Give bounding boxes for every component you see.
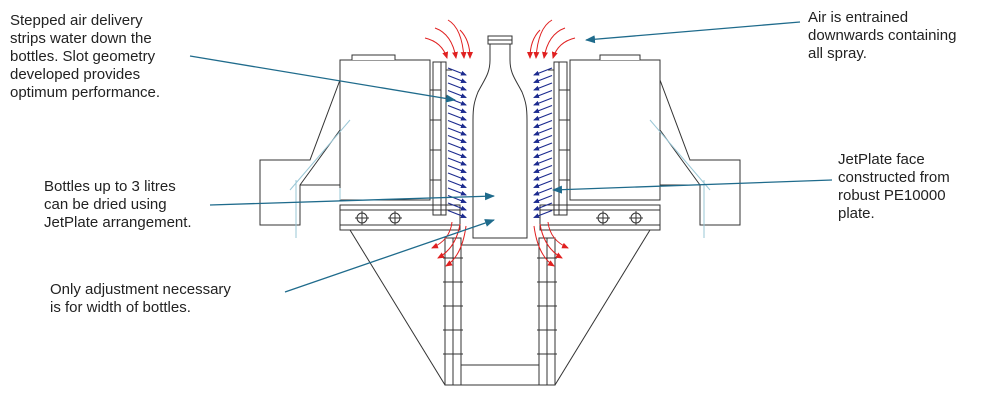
- air-jet-arrow: [447, 82, 467, 91]
- air-jet-arrow: [447, 134, 467, 144]
- leader-adjustment: [284, 219, 495, 293]
- left-air-jets: [447, 67, 467, 219]
- hopper-ticks: [430, 89, 570, 355]
- air-jet-arrow: [447, 127, 467, 136]
- callout-line: Air is entrained: [808, 9, 909, 26]
- air-jet-arrow: [533, 157, 553, 166]
- callout-line: Only adjustment necessary: [50, 281, 231, 298]
- left-mounting-plate: [339, 204, 461, 231]
- bolt-icon: [629, 211, 643, 225]
- callout-line: optimum performance.: [10, 84, 161, 101]
- air-jet-arrow: [533, 112, 553, 121]
- air-jet-arrow: [447, 202, 467, 211]
- leader-lines: [189, 21, 833, 293]
- leader-air-entrained: [585, 21, 801, 44]
- airflow-arrows: [424, 19, 576, 267]
- left-housing: [259, 54, 431, 226]
- air-jet-arrow: [533, 202, 553, 211]
- air-jet-arrow: [447, 112, 467, 121]
- air-jet-arrow: [533, 119, 553, 129]
- air-jet-arrow: [447, 149, 467, 159]
- callout-line: constructed from: [838, 169, 950, 186]
- callout-line: all spray.: [808, 45, 867, 62]
- callout-line: strips water down the: [10, 30, 152, 47]
- air-jet-arrow: [533, 127, 553, 136]
- air-jet-arrow: [447, 74, 467, 84]
- air-jet-arrow: [447, 142, 467, 151]
- right-jetplate: [548, 61, 568, 216]
- air-jet-arrow: [533, 89, 553, 99]
- left-housing-guides: [289, 119, 351, 238]
- air-jet-arrow: [533, 97, 553, 106]
- callout-air-entrained: Air is entrained downwards containing al…: [808, 9, 956, 63]
- air-jet-arrow: [447, 164, 467, 174]
- callout-line: downwards containing: [808, 27, 957, 44]
- callout-line: plate.: [838, 205, 875, 222]
- air-jet-arrow: [533, 74, 553, 84]
- air-jet-arrow: [533, 104, 553, 114]
- callout-line: robust PE10000: [838, 187, 946, 204]
- right-air-jets: [533, 67, 553, 219]
- air-jet-arrow: [447, 157, 467, 166]
- air-jet-arrow: [447, 67, 467, 76]
- bolt-icon: [355, 211, 369, 225]
- lower-hopper: [349, 229, 651, 386]
- air-jet-arrow: [533, 179, 553, 189]
- leader-stepped-air: [189, 55, 456, 103]
- bolt-icon: [388, 211, 402, 225]
- air-jet-arrow: [533, 67, 553, 76]
- air-jet-arrow: [533, 82, 553, 91]
- air-jet-arrow: [533, 172, 553, 181]
- right-mounting-plate: [539, 204, 661, 231]
- air-jet-arrow: [533, 149, 553, 159]
- right-housing: [569, 54, 741, 226]
- right-housing-guides: [649, 119, 711, 238]
- air-jet-arrow: [533, 134, 553, 144]
- callout-line: Bottles up to 3 litres: [44, 178, 176, 195]
- bolt-icons: [355, 211, 643, 225]
- leader-bottles: [209, 192, 495, 206]
- air-jet-arrow: [533, 187, 553, 196]
- callout-line: JetPlate arrangement.: [44, 214, 192, 231]
- callout-line: Stepped air delivery: [10, 12, 143, 29]
- callout-line: developed provides: [10, 66, 141, 83]
- left-jetplate: [432, 61, 452, 216]
- air-jet-arrow: [447, 119, 467, 129]
- air-jet-arrow: [533, 142, 553, 151]
- callout-line: bottles. Slot geometry: [10, 48, 156, 65]
- air-jet-arrow: [533, 164, 553, 174]
- air-jet-arrow: [447, 179, 467, 189]
- callout-bottles-up-to-3-litres: Bottles up to 3 litres can be dried usin…: [44, 178, 192, 232]
- callout-line: can be dried using: [44, 196, 167, 213]
- callout-jetplate-face: JetPlate face constructed from robust PE…: [838, 151, 950, 223]
- air-jet-arrow: [447, 104, 467, 114]
- callout-line: is for width of bottles.: [50, 299, 191, 316]
- callout-only-adjustment: Only adjustment necessary is for width o…: [50, 281, 231, 317]
- bolt-icon: [596, 211, 610, 225]
- bottle: [472, 35, 528, 239]
- air-jet-arrow: [447, 194, 467, 204]
- air-jet-arrow: [533, 209, 553, 219]
- callout-line: JetPlate face: [838, 151, 925, 168]
- air-jet-arrow: [447, 172, 467, 181]
- air-jet-arrow: [447, 209, 467, 219]
- leader-jetplate: [552, 179, 833, 194]
- air-jet-arrow: [533, 194, 553, 204]
- callout-stepped-air-delivery: Stepped air delivery strips water down t…: [10, 12, 160, 102]
- air-jet-arrow: [447, 89, 467, 99]
- air-jet-arrow: [447, 187, 467, 196]
